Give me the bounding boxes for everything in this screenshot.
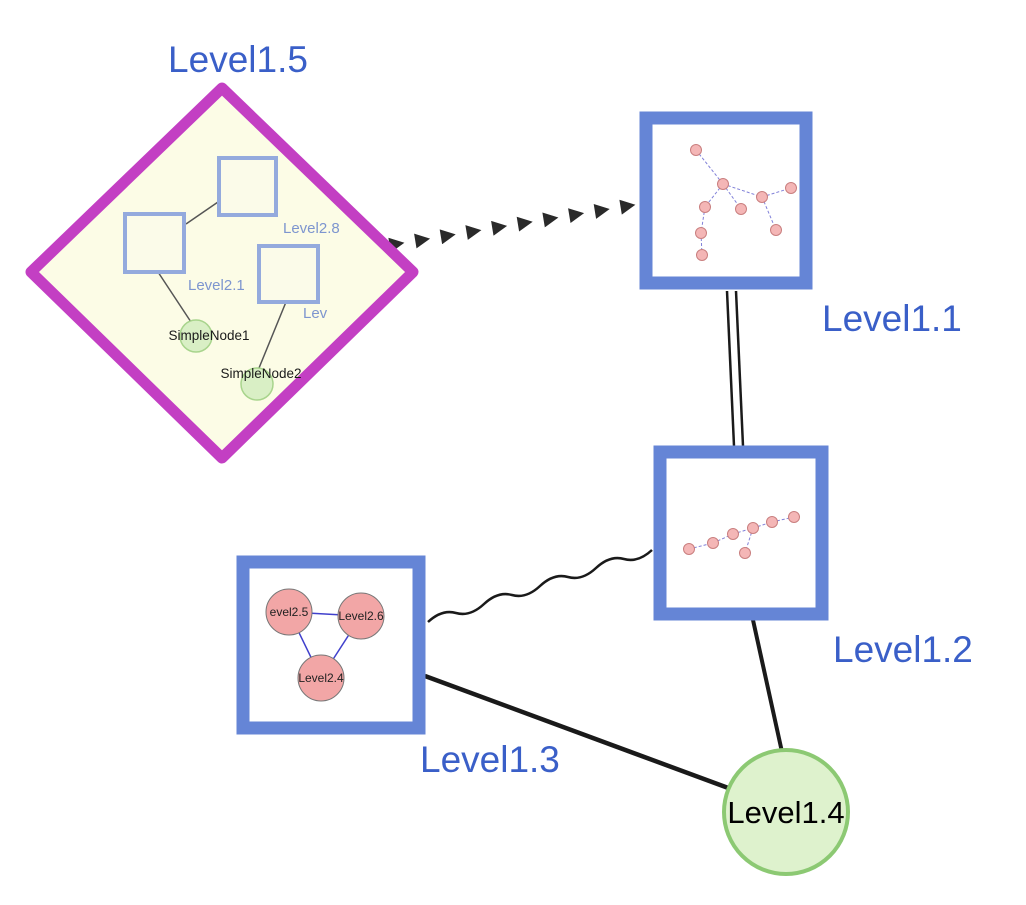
edge-level1-2-to-level1-4[interactable] [751,619,784,753]
node-level1-3[interactable] [236,555,426,735]
child-node-level2-6[interactable] [337,592,385,640]
edge-level1-3-to-level1-2-wavy[interactable] [427,549,653,623]
node-level1-2[interactable] [653,445,829,621]
mini-graph-edge [722,183,763,198]
mini-graph-edge [700,232,703,256]
mini-graph-node [699,201,711,213]
edge-level2-1-to-simplenode1 [157,271,192,323]
level2-8-label: Level2.8 [283,220,340,237]
mini-graph-node [785,182,797,194]
child-node-level2-5[interactable] [265,588,313,636]
edge-level1-5-to-level1-1-dashed-arrow[interactable] [388,199,636,253]
level1-2-subgraph [683,511,800,559]
edge-lev-to-simplenode2 [258,301,287,369]
node-level1-4[interactable] [722,748,850,876]
mini-graph-node [727,528,739,540]
level1-1-subgraph [690,144,797,261]
mini-graph-node [707,537,719,549]
mini-graph-node [756,191,768,203]
node-level1-1[interactable] [639,111,813,290]
mini-graph-edge [712,533,734,544]
simple-node-1-label: SimpleNode1 [168,328,249,343]
mini-graph-node [788,511,800,523]
mini-graph-node [766,516,778,528]
level1-2-label: Level1.2 [833,629,973,670]
level1-3-label: Level1.3 [420,739,560,780]
mini-graph-node [690,144,702,156]
child-node-lev[interactable] [257,244,320,304]
mini-graph-node [696,249,708,261]
level2-6-label: Level2.6 [338,609,384,623]
double-edge-line-1 [725,290,736,447]
level2-5-label: evel2.5 [270,605,309,619]
edge-level1-3-to-level1-4[interactable] [424,673,732,792]
child-node-level2-8[interactable] [217,156,278,217]
mini-graph-node [747,522,759,534]
mini-graph-node [735,203,747,215]
child-node-level2-1[interactable] [123,212,186,274]
mini-graph-edge [771,516,795,523]
mini-graph-node [717,178,729,190]
mini-graph-node [739,547,751,559]
level1-5-label: Level1.5 [168,39,308,80]
group-node-level1-5[interactable] [25,82,419,464]
mini-graph-node [695,227,707,239]
level2-1-label: Level2.1 [188,277,245,294]
child-node-level2-4[interactable] [297,654,345,702]
mini-graph-node [683,543,695,555]
lev-label: Lev [303,305,328,322]
simple-node-2[interactable] [240,367,274,401]
level1-4-label: Level1.4 [727,795,844,830]
simple-node-2-label: SimpleNode2 [220,366,301,381]
simple-node-1[interactable] [179,319,213,353]
double-edge-line-2 [734,290,745,447]
mini-graph-edge [695,149,724,185]
level1-1-label: Level1.1 [822,298,962,339]
edge-level2-8-to-level2-1 [185,201,219,225]
mini-graph-node [770,224,782,236]
level2-4-label: Level2.4 [298,671,344,685]
edge-level1-1-to-level1-2-double[interactable] [725,290,745,447]
